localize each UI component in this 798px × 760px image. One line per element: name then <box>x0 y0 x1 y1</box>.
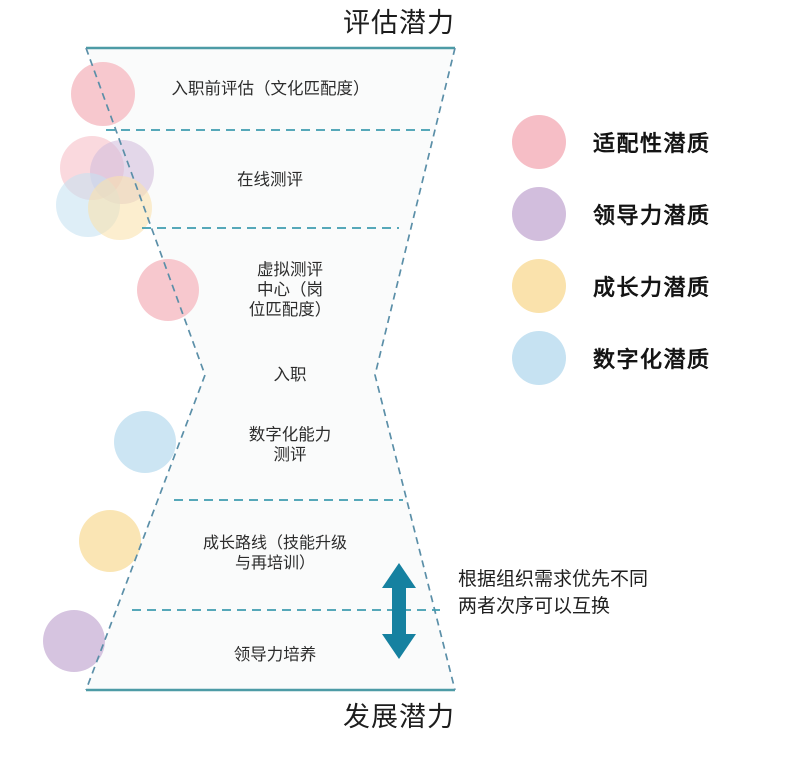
circle-icon <box>512 259 566 313</box>
legend-item-label: 适配性潜质 <box>593 132 711 157</box>
funnel-right-outline <box>374 47 456 691</box>
circle-icon <box>512 187 566 241</box>
pink-circle-middle <box>137 259 199 321</box>
decorative-circles <box>43 62 199 672</box>
segment-label-pre-hire-assessment: 入职前评估（文化匹配度） <box>171 79 370 98</box>
legend-item-label: 领导力潜质 <box>593 204 711 229</box>
circle-icon <box>512 331 566 385</box>
legend-item-label: 数字化潜质 <box>593 348 711 373</box>
circle-icon <box>512 115 566 169</box>
legend-item-digital-potential[interactable]: 数字化潜质 <box>512 322 792 394</box>
legend-item-label: 成长力潜质 <box>593 276 711 301</box>
swap-order-annotation: 根据组织需求优先不同 两者次序可以互换 <box>458 568 649 617</box>
yellow-circle-lower <box>79 510 141 572</box>
page-title-bottom: 发展潜力 <box>343 702 455 733</box>
purple-circle-lower <box>43 610 105 672</box>
segment-label-online-assessment: 在线测评 <box>237 170 303 189</box>
swap-order-arrow-icon <box>382 563 416 659</box>
legend-item-growth-potential[interactable]: 成长力潜质 <box>512 250 792 322</box>
legend: 适配性潜质 领导力潜质 成长力潜质 数字化潜质 <box>512 106 792 394</box>
legend-item-leadership-potential[interactable]: 领导力潜质 <box>512 178 792 250</box>
segment-label-digital-capability-assessment: 数字化能力 测评 <box>248 425 332 465</box>
legend-item-fit-potential[interactable]: 适配性潜质 <box>512 106 792 178</box>
blue-circle-lower <box>114 411 176 473</box>
page-title-top: 评估潜力 <box>343 8 455 39</box>
funnel-lower-body <box>86 375 455 690</box>
segment-label-leadership-development: 领导力培养 <box>233 645 317 664</box>
segment-label-virtual-assessment-center: 虚拟测评 中心（岗 位匹配度） <box>248 260 332 320</box>
yellow-circle-cluster <box>88 176 152 240</box>
segment-label-growth-path: 成长路线（技能升级 与再培训） <box>202 533 347 572</box>
segment-label-onboarding: 入职 <box>273 365 307 384</box>
